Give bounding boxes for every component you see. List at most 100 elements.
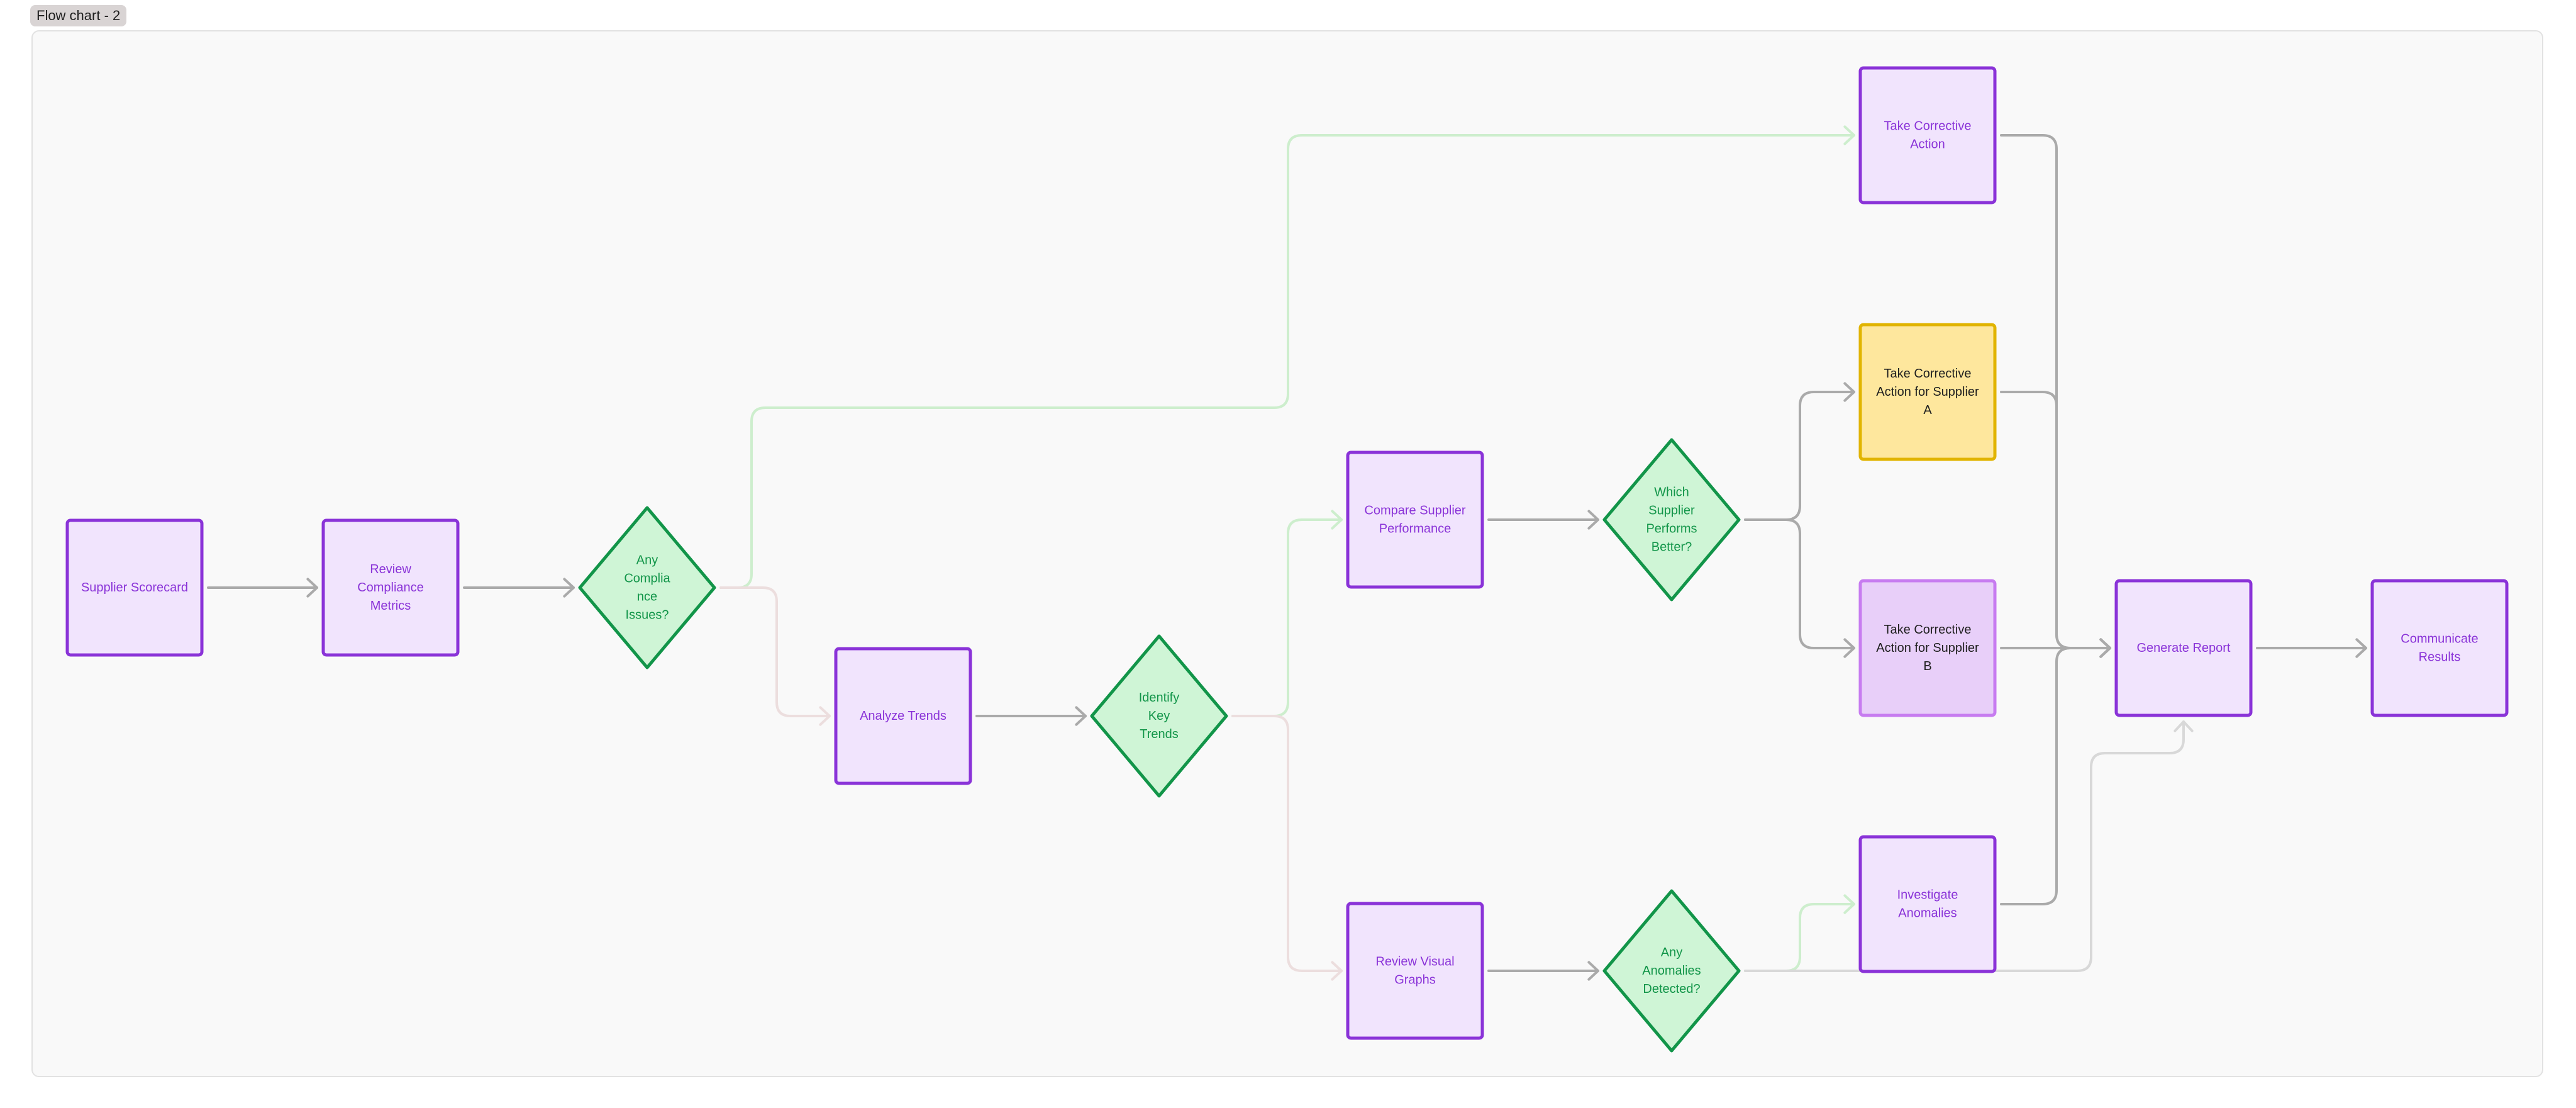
frame-title[interactable]: Flow chart - 2 [30,5,127,26]
node-label-line: Action [1910,138,1945,152]
edge-line [1744,391,1855,521]
node-label-line: Performs [1646,522,1697,536]
edge-line [1231,715,1343,972]
process-box [2370,579,2509,717]
edge-review-compliance-metrics-to-any-compliance-issues[interactable] [463,578,575,598]
arrow-head [1843,894,1855,914]
edge-which-supplier-performs-better-to-take-corrective-action-b[interactable] [1744,518,1855,658]
process-box [1858,66,1997,204]
node-label-line: A [1923,403,1932,417]
process-generate-report[interactable]: Generate Report [2114,579,2253,717]
node-label-line: Key [1148,709,1170,723]
node-label-line: Action for Supplier [1876,641,1979,655]
node-label-line: Anomalies [1642,964,1701,978]
process-box [1858,835,1997,973]
process-analyze-trends[interactable]: Analyze Trends [834,647,972,785]
node-label-line: Results [2419,651,2461,664]
node-label-line: Performance [1379,522,1452,536]
arrow-head [563,578,575,598]
edges-layer [207,125,2367,981]
arrow-head [1843,125,1855,145]
edge-line [719,134,1855,589]
node-label-line: Take Corrective [1884,120,1972,133]
node-label-line: Review [370,562,411,576]
node-label-line: Metrics [370,599,411,613]
decision-diamond [1602,889,1741,1053]
decision-diamond [1090,634,1228,798]
node-label-line: Trends [1140,727,1179,741]
edge-generate-report-to-communicate-results[interactable] [2256,638,2367,658]
arrow-head [1331,961,1343,981]
edge-supplier-scorecard-to-review-compliance-metrics[interactable] [207,578,318,598]
node-label-line: Identify [1139,691,1179,705]
node-label-line: Generate Report [2137,641,2231,655]
node-label-line: Supplier Scorecard [81,581,188,595]
node-label-line: Any [1661,946,1682,960]
arrow-head [2174,720,2194,732]
node-label-line: Review Visual [1375,955,1454,969]
arrow-head [1331,510,1343,530]
edge-line [1744,903,1855,972]
process-box [1858,323,1997,461]
nodes-layer: Supplier Scorecard ReviewComplianceMetric… [65,66,2509,1053]
decision-diamond [1602,438,1741,602]
node-label-line: nce [637,590,657,604]
edge-line [1744,518,1855,649]
edge-any-anomalies-detected-to-generate-report[interactable] [1744,720,2194,972]
node-label-line: Graphs [1394,973,1436,987]
node-label-line: Detected? [1643,982,1700,996]
process-box [1346,902,1484,1040]
node-label-line: Take Corrective [1884,623,1972,637]
edge-compare-supplier-performance-to-which-supplier-performs-better[interactable] [1487,510,1599,530]
arrow-head [1075,706,1087,726]
edge-analyze-trends-to-identify-key-trends[interactable] [975,706,1087,726]
edge-identify-key-trends-to-review-visual-graphs[interactable] [1231,715,1343,981]
edge-review-visual-graphs-to-any-anomalies-detected[interactable] [1487,961,1599,981]
node-label-line: Supplier [1648,504,1695,518]
decision-diamond [578,506,716,669]
edge-which-supplier-performs-better-to-take-corrective-action-a[interactable] [1744,382,1855,521]
edge-identify-key-trends-to-compare-supplier-performance[interactable] [1231,510,1343,717]
arrow-head [819,706,831,726]
node-label-line: Take Corrective [1884,367,1972,381]
node-label-line: Compliance [357,581,424,595]
process-box [321,518,460,657]
node-label-line: Anomalies [1898,907,1957,921]
edge-line [1231,518,1343,717]
node-label-line: B [1923,659,1931,673]
edge-any-compliance-issues-to-analyze-trends[interactable] [719,586,831,726]
arrow-head [306,578,318,598]
edge-any-anomalies-detected-to-investigate-anomalies[interactable] [1744,894,1855,972]
arrow-head [1587,961,1599,981]
node-label-line: Better? [1652,540,1692,554]
arrow-head [1587,510,1599,530]
edge-investigate-anomalies-to-generate-report[interactable] [2000,638,2111,905]
edge-line [2000,391,2111,649]
process-box [834,647,972,785]
edge-line [2000,647,2111,905]
arrow-head [2099,638,2111,658]
process-supplier-scorecard[interactable]: Supplier Scorecard [65,518,204,657]
process-box [1346,450,1484,589]
arrow-head [1843,382,1855,402]
arrow-head [1843,638,1855,658]
edge-line [1744,720,2185,972]
node-label-line: Action for Supplier [1876,385,1979,399]
edge-any-compliance-issues-to-take-corrective-action[interactable] [719,125,1855,589]
node-label-line: Communicate [2401,632,2478,646]
edge-take-corrective-action-a-to-generate-report[interactable] [2000,391,2111,658]
